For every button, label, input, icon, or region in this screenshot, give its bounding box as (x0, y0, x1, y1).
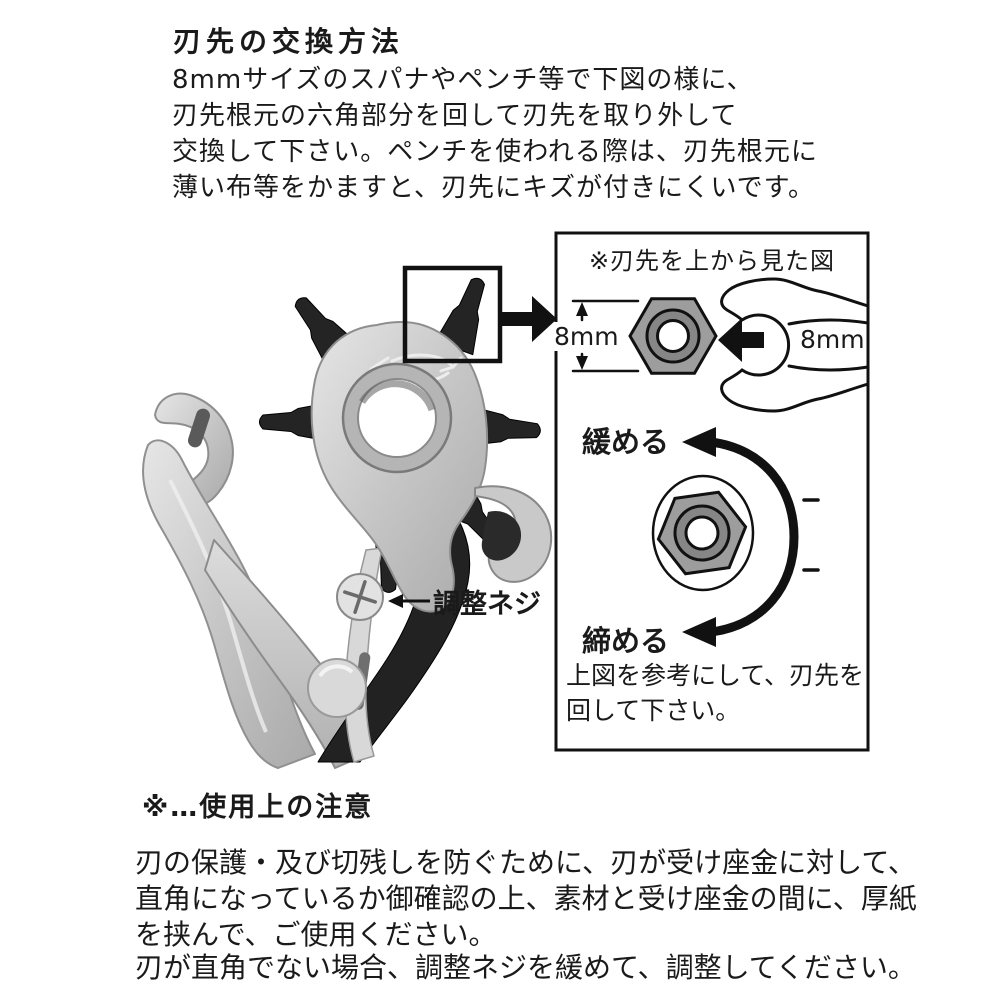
instruction-line: 交換して下さい。ペンチを使われる際は、刃先根元に (172, 137, 818, 167)
rotation-diagram (651, 427, 820, 647)
anvil-slot (187, 408, 211, 448)
diagram-box-title: ※刃先を上から見た図 (588, 247, 836, 275)
adjust-screw-label: 調整ネジ (433, 589, 541, 620)
instruction-line: 8mmサイズのスパナやペンチ等で下図の様に、 (172, 65, 754, 95)
tighten-label: 締める (582, 624, 670, 658)
callout-arrow-icon (500, 296, 557, 342)
hex-nut-top (628, 297, 718, 375)
tighten-arrowhead-icon (682, 617, 716, 647)
note-line: 刃が直角でない場合、調整ネジを緩めて、調整してください。 (135, 951, 916, 984)
loosen-label: 緩める (582, 425, 670, 459)
hub-shadow (359, 380, 436, 412)
wheel-hub-hole (357, 378, 437, 458)
rotation-arc (710, 437, 799, 637)
nut-top-view-diagram (571, 277, 870, 413)
instruction-line: 薄い布等をかますと、刃先にキズが付きにくいです。 (172, 173, 816, 203)
loosen-arrowhead-icon (682, 427, 716, 457)
diagram-caption-line: 上図を参考にして、刃先を (566, 661, 865, 690)
diagram-box (554, 231, 870, 752)
notes-heading: ※…使用上の注意 (142, 792, 374, 823)
pliers-photo (142, 271, 553, 769)
note-line: を挟んで、ご使用ください。 (135, 918, 497, 951)
wrench-size-label: 8mm (800, 325, 865, 354)
dim-arrow-up-icon (576, 302, 588, 316)
dim-arrow-down-icon (576, 356, 588, 370)
wrench-outline (720, 277, 870, 413)
handle-highlight (168, 479, 268, 733)
pivot-rivet (307, 658, 367, 718)
note-line: 直角になっているか御確認の上、素材と受け座金の間に、厚紙 (135, 882, 917, 915)
diagram-caption-line: 回して下さい。 (566, 696, 741, 725)
instruction-line: 刃先根元の六角部分を回して刃先を取り外して (172, 101, 738, 131)
adjustment-screw (336, 573, 384, 621)
arc-tick-marks (802, 498, 820, 572)
hex-nut-rotation (656, 490, 748, 576)
screw-pointer-arrow-icon (388, 594, 430, 608)
nut-width-label: 8mm (554, 322, 619, 351)
wrench-push-arrow-icon (718, 318, 764, 362)
page-title: 刃先の交換方法 (173, 25, 405, 58)
figure-area: ※刃先を上から見た図 8mm 8mm 緩める 締める 上図を参考にして、刃先を … (130, 230, 880, 770)
die-hook-inner (481, 510, 522, 561)
note-line: 刃の保護・及び切残しを防ぐために、刃が受け座金に対して、 (135, 846, 916, 879)
figure-drawing (142, 231, 870, 769)
